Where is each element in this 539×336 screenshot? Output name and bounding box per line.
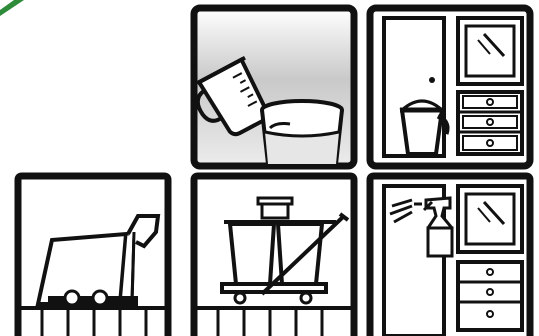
panel-cleaning-trolley xyxy=(190,172,358,336)
drawer-cabinet-icon xyxy=(458,262,522,330)
window-icon xyxy=(458,18,522,84)
tiled-floor-icon xyxy=(18,308,168,336)
panel-floor-scrubber xyxy=(8,172,178,336)
panel-door-cabinet xyxy=(366,4,534,170)
window-icon xyxy=(458,186,522,252)
water-glass-icon xyxy=(262,101,342,164)
panel-measuring-water xyxy=(190,4,358,170)
drawer-cabinet-icon xyxy=(458,92,522,154)
green-corner-accent xyxy=(0,0,24,16)
panel-spray-cleaning xyxy=(366,172,534,336)
